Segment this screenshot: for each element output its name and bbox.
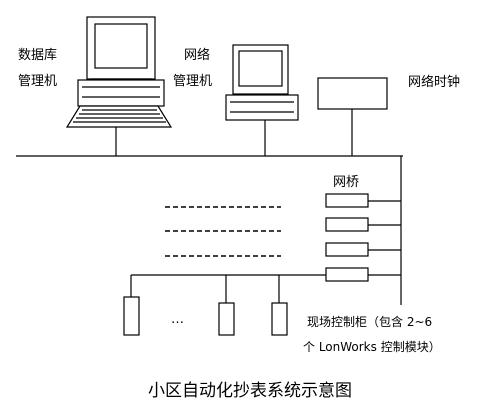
cabinet-label-line1: 现场控制柜（包含 2~6 xyxy=(307,315,433,329)
db-manager-label-line1: 数据库 xyxy=(18,48,58,63)
control-cabinet-1 xyxy=(123,296,140,336)
db-manager-label-line2: 管理机 xyxy=(18,74,58,89)
bridge-group xyxy=(325,193,401,282)
bridge-label: 网桥 xyxy=(333,175,360,190)
ellipsis-label: … xyxy=(171,312,184,327)
diagram-caption: 小区自动化抄表系统示意图 xyxy=(148,381,352,401)
network-manager-label-line1: 网络 xyxy=(184,48,211,63)
network-manager-label-line2: 管理机 xyxy=(173,74,213,89)
bridge-box-2 xyxy=(325,217,369,232)
control-cabinet-2 xyxy=(218,302,235,336)
bridge-box-4 xyxy=(325,267,369,282)
bridge-box-3 xyxy=(325,242,369,257)
cabinet-label-line2: 个 LonWorks 控制模块） xyxy=(303,340,441,354)
control-cabinet-3 xyxy=(271,302,288,336)
network-clock-box xyxy=(317,77,388,110)
db-manager-computer-icon xyxy=(65,16,173,128)
network-clock-label: 网络时钟 xyxy=(408,75,461,90)
dashed-lines xyxy=(165,206,281,257)
bridge-box-1 xyxy=(325,193,369,208)
network-manager-computer-icon xyxy=(225,44,299,121)
